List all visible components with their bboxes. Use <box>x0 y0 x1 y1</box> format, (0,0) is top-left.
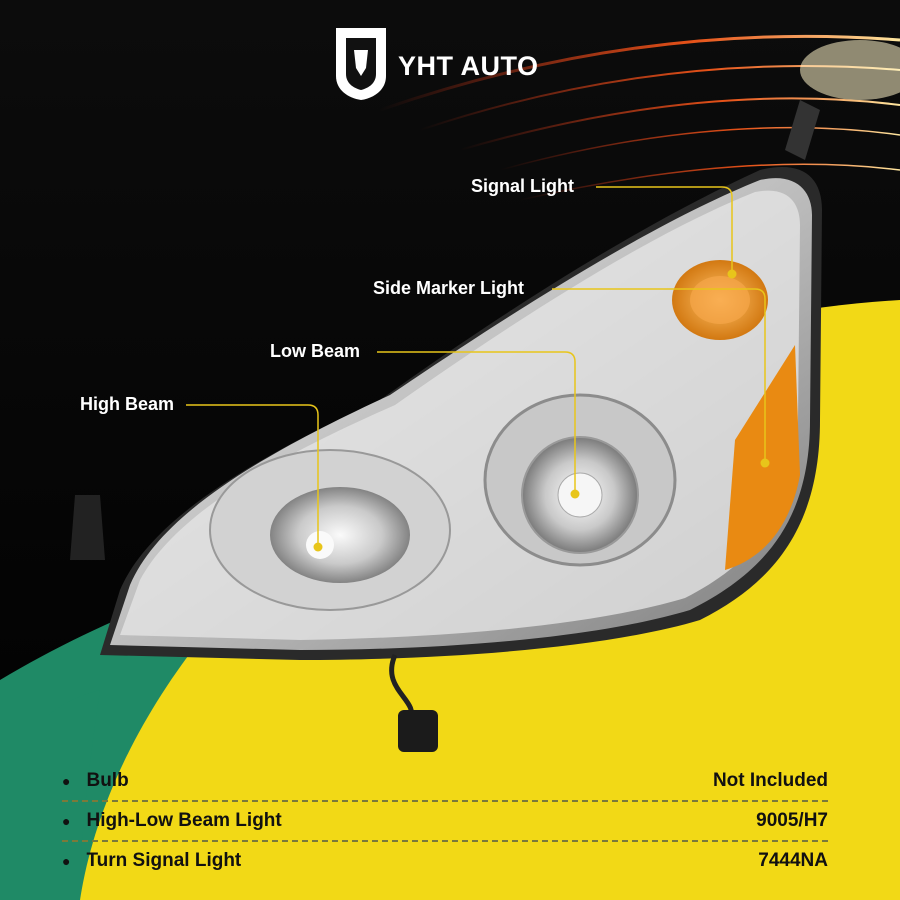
spec-table: ● Bulb Not Included ● High-Low Beam Light … <box>62 762 828 880</box>
callout-signal-light: Signal Light <box>471 176 574 196</box>
light-streaks <box>379 34 900 201</box>
brand-logo: YHT AUTO <box>334 30 539 102</box>
lion-head-icon <box>336 28 386 100</box>
spec-label: Bulb <box>86 770 129 791</box>
callout-lines <box>186 186 766 546</box>
headlight-assembly <box>70 100 822 752</box>
callout-side-marker-light: Side Marker Light <box>373 278 525 298</box>
bullet-icon: ● <box>62 853 71 869</box>
callout-dots <box>313 269 770 552</box>
brand-name: YHT AUTO <box>398 50 539 81</box>
callout-low-beam: Low Beam <box>270 341 361 361</box>
callout-high-beam: High Beam <box>80 394 175 414</box>
spec-label: Turn Signal Light <box>86 850 242 871</box>
bullet-icon: ● <box>62 773 71 789</box>
spec-label: High-Low Beam Light <box>86 810 282 831</box>
spec-value: 7444NA <box>758 850 828 871</box>
spec-row-turn-signal: ● Turn Signal Light 7444NA <box>62 840 828 880</box>
spec-value: 9005/H7 <box>756 810 828 831</box>
spec-row-bulb: ● Bulb Not Included <box>62 762 828 800</box>
bullet-icon: ● <box>62 813 71 829</box>
spec-row-high-low-beam: ● High-Low Beam Light 9005/H7 <box>62 800 828 840</box>
spec-value: Not Included <box>712 770 828 791</box>
